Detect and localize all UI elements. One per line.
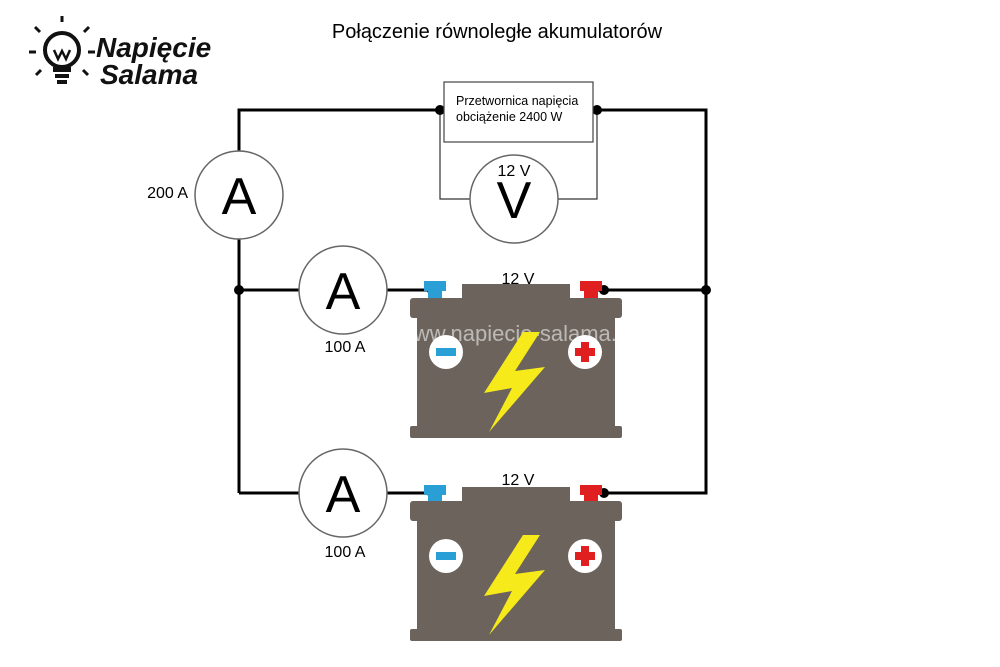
plus-icon xyxy=(568,539,602,573)
lightning-bolt-icon xyxy=(484,332,545,432)
ammeter-top-symbol: A xyxy=(326,263,361,321)
ammeter-main: A 200 A xyxy=(147,150,284,240)
plus-icon xyxy=(568,335,602,369)
ammeter-bottom-reading: 100 A xyxy=(325,544,366,561)
voltmeter: V 12 V xyxy=(469,154,559,244)
minus-icon xyxy=(429,335,463,369)
converter-label-line2: obciążenie 2400 W xyxy=(456,110,563,124)
ammeter-bottom: A 100 A xyxy=(298,448,388,561)
lightbulb-icon xyxy=(29,16,95,84)
voltmeter-symbol: V xyxy=(497,172,532,230)
junction-dot xyxy=(592,105,602,115)
junction-dot xyxy=(234,285,244,295)
voltmeter-reading: 12 V xyxy=(498,163,531,180)
battery-bottom: 12 V xyxy=(410,472,622,641)
diagram-title: Połączenie równoległe akumulatorów xyxy=(332,21,663,43)
battery-top-voltage: 12 V xyxy=(502,271,535,288)
converter-box: Przetwornica napięcia obciążenie 2400 W xyxy=(443,81,594,143)
junction-dot xyxy=(435,105,445,115)
lightning-bolt-icon xyxy=(484,535,545,635)
logo-line1: Napięcie xyxy=(96,32,211,63)
logo-line2: Salama xyxy=(100,59,198,90)
ammeter-main-reading: 200 A xyxy=(147,185,188,202)
wiring xyxy=(237,108,708,495)
converter-label-line1: Przetwornica napięcia xyxy=(456,94,578,108)
ammeter-top-reading: 100 A xyxy=(325,339,366,356)
ammeter-bottom-symbol: A xyxy=(326,466,361,524)
ammeter-top: A 100 A xyxy=(298,245,388,356)
battery-top: www.napiecie-salama.pl 12 V xyxy=(397,271,634,438)
battery-bottom-voltage: 12 V xyxy=(502,472,535,489)
junction-dot xyxy=(701,285,711,295)
minus-icon xyxy=(429,539,463,573)
logo: Napięcie Salama xyxy=(29,16,211,90)
ammeter-main-symbol: A xyxy=(222,168,257,226)
